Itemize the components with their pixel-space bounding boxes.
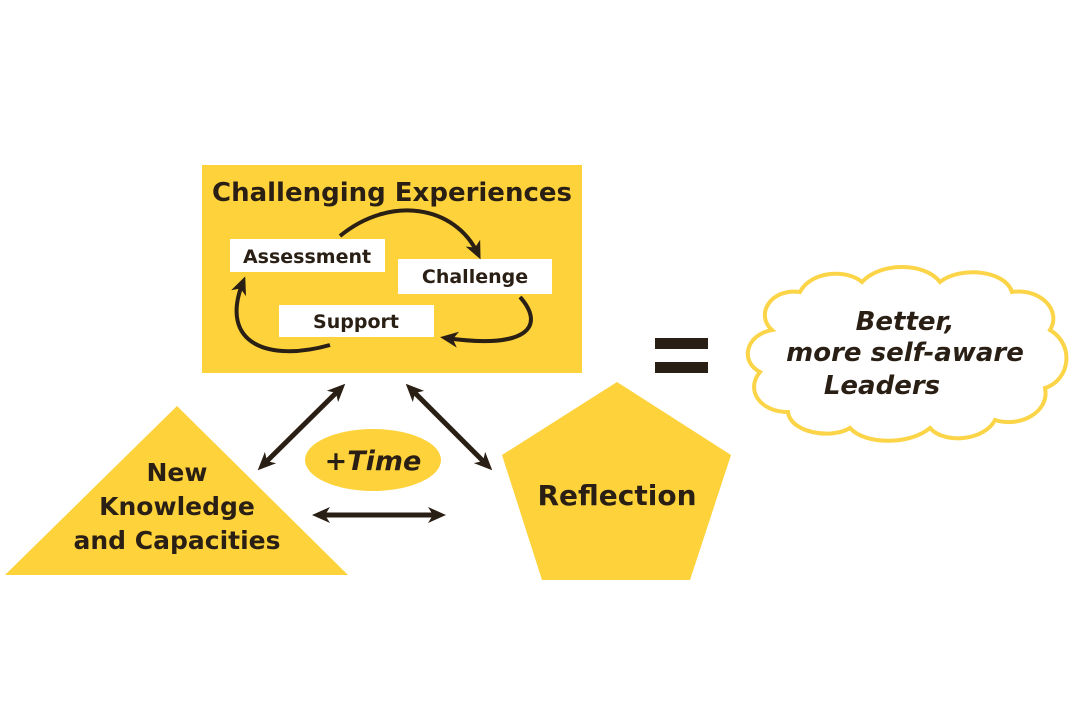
challenge-box	[398, 259, 552, 294]
time-label: +Time	[325, 446, 422, 477]
cloud-shape	[745, 265, 1069, 443]
support-to-assessment-arrow	[231, 276, 331, 354]
experiences-title: Challenging Experiences	[212, 178, 572, 208]
equals-sign: =	[655, 338, 708, 373]
assessment-to-challenge-arrow	[338, 208, 481, 260]
equals-bar-top	[655, 338, 708, 349]
challenge-label: Challenge	[422, 266, 528, 288]
reflection-label: Reflection	[537, 479, 696, 512]
challenging-experiences-box: Challenging Experiences Assessment Chall…	[202, 165, 582, 373]
assessment-box	[230, 239, 385, 272]
time-ellipse: +Time	[305, 429, 441, 491]
support-label: Support	[313, 311, 399, 333]
reflection-pentagon: Reflection	[502, 382, 731, 580]
outcome-line1: Better,	[856, 307, 955, 337]
experiences-reflection-arrow	[405, 383, 493, 471]
outcome-cloud: Better, more self-aware Leaders	[745, 265, 1069, 443]
outcome-line3: Leaders	[824, 371, 940, 401]
pentagon-shape	[502, 382, 731, 580]
triangle-shape	[5, 406, 348, 575]
assessment-label: Assessment	[243, 246, 371, 268]
knowledge-line2: Knowledge	[99, 492, 255, 521]
new-knowledge-triangle: New Knowledge and Capacities	[5, 406, 348, 575]
outcome-line2: more self-aware	[786, 338, 1024, 368]
knowledge-line1: New	[147, 458, 208, 487]
challenge-to-support-arrow	[440, 295, 533, 348]
equals-bar-bottom	[655, 362, 708, 373]
knowledge-experiences-arrow	[257, 383, 346, 471]
support-box	[279, 305, 434, 337]
knowledge-line3: and Capacities	[74, 526, 281, 555]
